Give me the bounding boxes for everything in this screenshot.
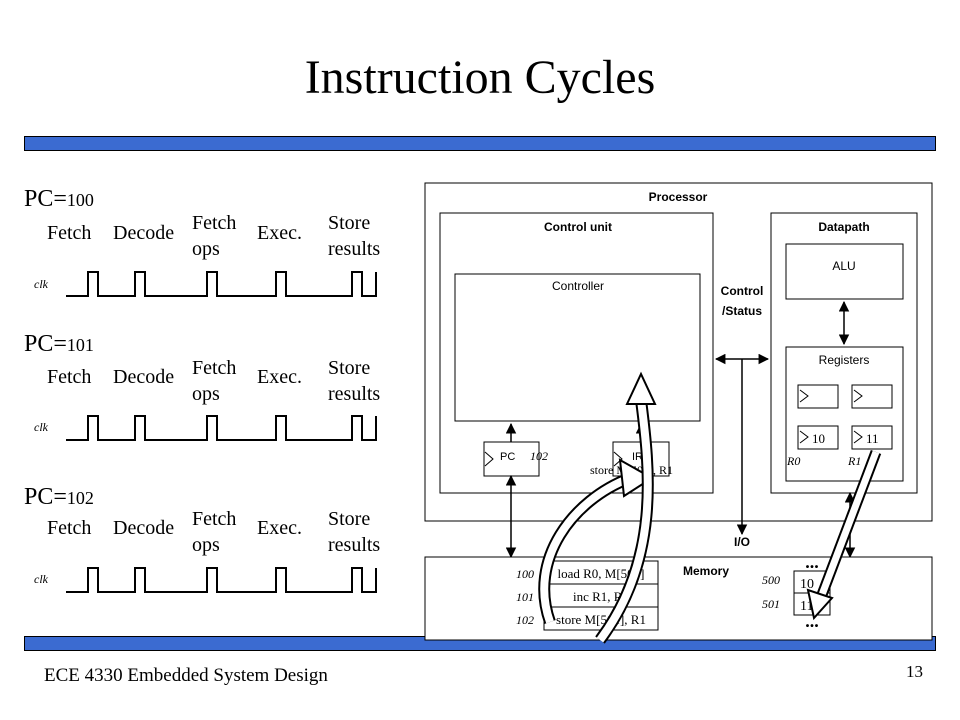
cycle-2-exec-label: Exec. (257, 366, 302, 388)
memory-content-100: load R0, M[500] (557, 566, 644, 581)
r1-to-memory-arrowhead (806, 588, 834, 621)
cycle-3-exec-label: Exec. (257, 517, 302, 539)
controller-label: Controller (552, 279, 604, 293)
ir-up-arrowhead (625, 371, 657, 405)
processor-label: Processor (649, 190, 708, 204)
slide-title: Instruction Cycles (304, 51, 656, 104)
register-r1-value: 11 (866, 431, 879, 446)
memory-to-ir-arrowhead (618, 458, 654, 498)
memory-label: Memory (683, 564, 729, 578)
clock-waveforms (66, 271, 377, 593)
cycle-2-fetch-label: Fetch (47, 366, 92, 388)
memory-addr-100: 100 (516, 567, 534, 581)
cycle-3-pc: PC=102 (24, 484, 94, 510)
register-top-left-clock (799, 389, 809, 403)
register-top-left (797, 384, 839, 409)
memory-ellipsis-top: ... (805, 552, 819, 572)
clock-waveform-3 (66, 567, 377, 593)
pc-clock-triangle (484, 451, 494, 467)
registers-box (785, 346, 904, 482)
memory-box (424, 556, 933, 641)
io-label: I/O (734, 535, 750, 549)
register-r1-label: R1 (847, 454, 861, 468)
alu-box (785, 243, 904, 300)
cycle-2-clk-label: clk (34, 420, 48, 434)
ir-up-curved-arrow-inner (596, 399, 652, 643)
cycle-3-fetch-label: Fetch (47, 517, 92, 539)
register-top-right (851, 384, 893, 409)
datapath-label: Datapath (818, 220, 869, 234)
register-r0-value: 10 (812, 431, 825, 446)
register-r0-clock (799, 430, 809, 444)
memory-to-ir-curved-arrow-inner (540, 474, 632, 624)
memory-content-101: inc R1, R0 (573, 589, 629, 604)
register-top-right-clock (853, 389, 863, 403)
registers-label: Registers (819, 353, 870, 367)
cycle-1-fetch-label: Fetch (47, 222, 92, 244)
footer-text: ECE 4330 Embedded System Design (44, 665, 328, 686)
register-r0-label: R0 (786, 454, 800, 468)
pc-value: 102 (530, 449, 548, 463)
cycle-2-pc: PC=101 (24, 331, 94, 357)
cycle-1-clk-label: clk (34, 277, 48, 291)
alu-label: ALU (832, 259, 855, 273)
top-accent-bar (24, 136, 936, 151)
register-r1-clock (853, 430, 863, 444)
ir-label: IR (632, 451, 643, 463)
cycle-1-decode-label: Decode (113, 222, 175, 244)
cycle-1-pc: PC=100 (24, 186, 94, 212)
register-r1 (851, 425, 893, 450)
memory-addr-101: 101 (516, 590, 534, 604)
cycle-2-decode-label: Decode (113, 366, 175, 388)
page-number: 13 (906, 662, 923, 681)
memory-addr-501: 501 (762, 597, 780, 611)
control-unit-label: Control unit (544, 220, 612, 234)
register-r0 (797, 425, 839, 450)
memory-content-500: 10 (800, 577, 814, 592)
cycle-3-clk-label: clk (34, 572, 48, 586)
clock-waveform-2 (66, 415, 377, 441)
pc-label: PC (500, 451, 515, 463)
control-status-label-2: /Status (722, 304, 762, 318)
cycle-1-exec-label: Exec. (257, 222, 302, 244)
memory-addr-102: 102 (516, 613, 534, 627)
controller-box (454, 273, 701, 422)
memory-content-102: store M[501], R1 (556, 612, 646, 627)
memory-addr-500: 500 (762, 573, 780, 587)
cycle-3-decode-label: Decode (113, 517, 175, 539)
clock-waveform-1 (66, 271, 377, 297)
ir-clock-triangle (613, 451, 623, 467)
r1-to-memory-arrow-inner (816, 450, 880, 602)
control-status-label-1: Control (721, 284, 764, 298)
